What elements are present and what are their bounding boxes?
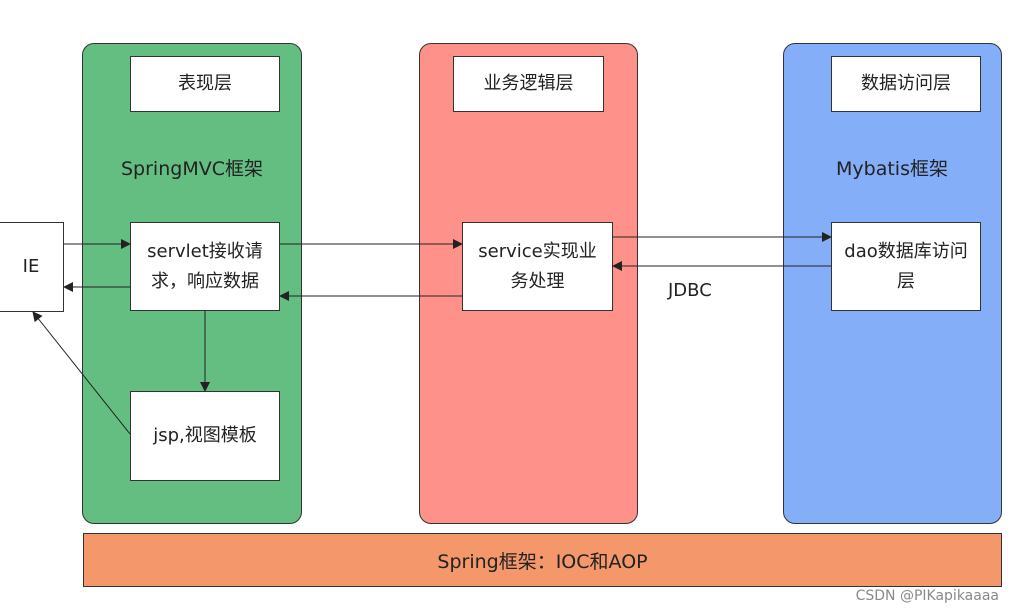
- servlet-node: servlet接收请 求，响应数据: [130, 222, 280, 311]
- spring-framework-bar-text: Spring框架：IOC和AOP: [437, 550, 648, 573]
- jsp-node-text: jsp,视图模板: [153, 425, 257, 446]
- servlet-node-line2: 求，响应数据: [151, 270, 259, 292]
- jdbc-label: JDBC: [668, 280, 712, 301]
- csdn-watermark: CSDN @PIKapikaaaa: [855, 588, 999, 604]
- springmvc-framework-label: SpringMVC框架: [121, 158, 263, 180]
- presentation-layer-title: 表现层: [130, 56, 280, 112]
- presentation-layer-title-text: 表现层: [178, 73, 232, 94]
- dao-node-line2: 层: [897, 270, 915, 292]
- service-node-line2: 务处理: [510, 270, 565, 292]
- ie-node: IE: [0, 222, 64, 312]
- service-node: service实现业 务处理: [462, 222, 613, 311]
- spring-framework-bar: Spring框架：IOC和AOP: [83, 533, 1002, 587]
- ie-node-text: IE: [22, 256, 40, 277]
- data-access-layer-title-text: 数据访问层: [861, 73, 951, 94]
- dao-node: dao数据库访问 层: [831, 222, 981, 311]
- business-layer-title-text: 业务逻辑层: [483, 73, 574, 94]
- servlet-node-line1: servlet接收请: [147, 240, 263, 262]
- dao-node-line1: dao数据库访问: [844, 240, 968, 262]
- mybatis-framework-label: Mybatis框架: [836, 158, 948, 180]
- business-layer-title: 业务逻辑层: [453, 56, 604, 112]
- jsp-node: jsp,视图模板: [130, 391, 280, 481]
- data-access-layer-title: 数据访问层: [831, 56, 981, 112]
- service-node-line1: service实现业: [478, 240, 597, 262]
- jsp-to-ie-arrow: [32, 311, 131, 435]
